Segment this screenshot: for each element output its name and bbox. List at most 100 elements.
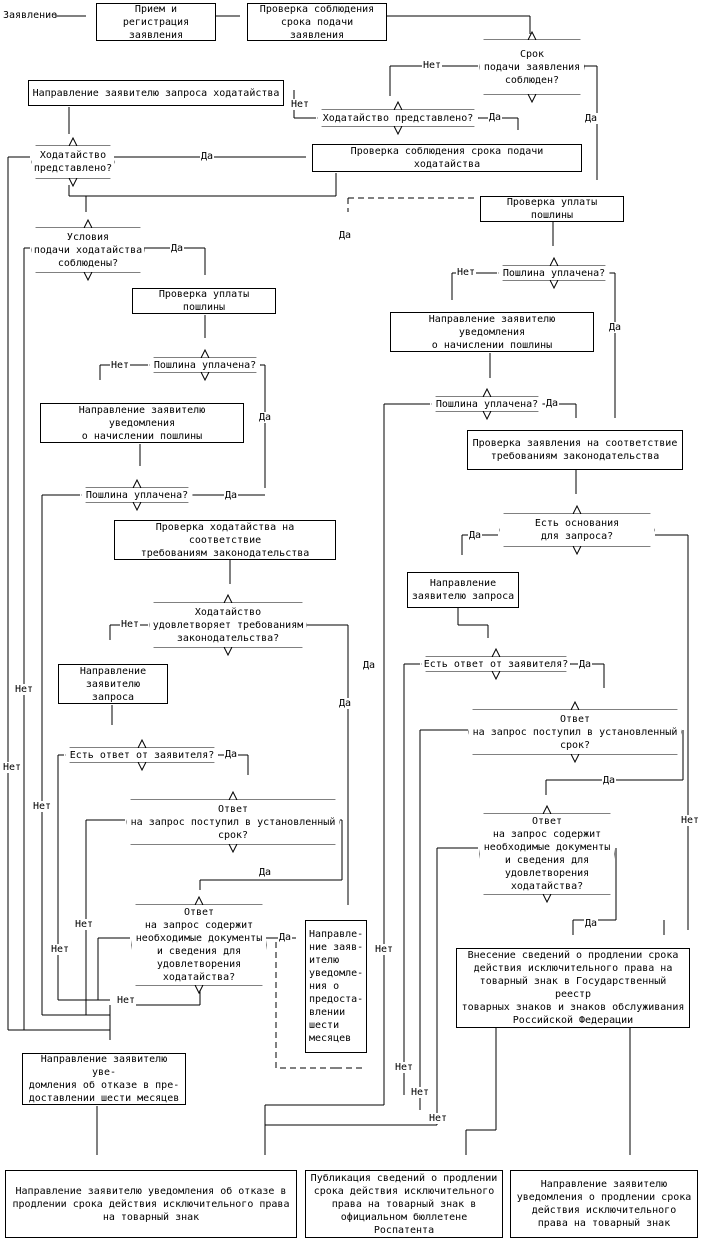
label-no: Нет [110, 360, 131, 371]
decision-apex [482, 387, 492, 398]
decision-apex [570, 753, 580, 764]
decision-apex [542, 804, 552, 815]
label-yes: Да [608, 322, 623, 333]
label-yes: Да [362, 660, 377, 671]
label-no: Нет [456, 267, 477, 278]
box-notice-fee-right: Направление заявителю уведомления о начи… [390, 312, 594, 352]
box-reception: Прием и регистрация заявления [96, 3, 216, 41]
box-notice-fee-left: Направление заявителю уведомления о начи… [40, 403, 244, 443]
label-yes: Да [584, 918, 599, 929]
label-yes: Да [584, 113, 599, 124]
decision-fee-paid-left-2: Пошлина уплачена? [82, 488, 192, 502]
box-send-request-left: Направление заявителю запроса [58, 664, 168, 704]
label-no: Нет [374, 944, 395, 955]
label-no: Нет [422, 60, 443, 71]
box-send-request-right: Направление заявителю запроса [407, 572, 519, 608]
decision-apex [200, 371, 210, 382]
decision-apex [491, 647, 501, 658]
decision-petition-meets: Ходатайство удовлетворяет требованиям за… [150, 603, 306, 647]
decision-apex [572, 545, 582, 556]
box-send-petition-request: Направление заявителю запроса ходатайств… [28, 80, 284, 106]
label-yes: Да [278, 932, 293, 943]
decision-apex [132, 501, 142, 512]
decision-petition-conditions: Условия подачи ходатайства соблюдены? [32, 228, 144, 272]
label-no: Нет [74, 919, 95, 930]
decision-answer-in-time-right: Ответ на запрос поступил в установленный… [469, 710, 681, 754]
decision-apex [83, 218, 93, 229]
decision-apex [223, 646, 233, 657]
decision-apex [228, 843, 238, 854]
box-check-term-petition: Проверка соблюдения срока подачи ходатай… [312, 144, 582, 172]
box-refuse-extension: Направление заявителю уведомления об отк… [5, 1170, 297, 1238]
label-no: Нет [680, 815, 701, 826]
label-yes: Да [338, 230, 353, 241]
box-check-term-application: Проверка соблюдения срока подачи заявлен… [247, 3, 387, 41]
decision-petition-submitted-2: Ходатайство представлено? [32, 146, 114, 178]
decision-apex [393, 100, 403, 111]
decision-apex [542, 893, 552, 904]
box-register-entry: Внесение сведений о продлении срока дейс… [456, 948, 690, 1028]
decision-apex [570, 700, 580, 711]
decision-apex [200, 348, 210, 359]
decision-apex [572, 504, 582, 515]
decision-apex [228, 790, 238, 801]
label-yes: Да [200, 151, 215, 162]
label-yes: Да [578, 659, 593, 670]
decision-apex [393, 125, 403, 136]
box-check-application-law: Проверка заявления на соответствие требо… [467, 430, 683, 470]
label-no: Нет [14, 684, 35, 695]
decision-apex [132, 478, 142, 489]
decision-apex [549, 256, 559, 267]
label-no: Нет [410, 1087, 431, 1098]
decision-apex [527, 30, 537, 41]
decision-answer-docs-left: Ответ на запрос содержит необходимые док… [132, 905, 266, 985]
decision-apex [68, 177, 78, 188]
decision-apex [194, 895, 204, 906]
decision-answer-in-time-left: Ответ на запрос поступил в установленный… [127, 800, 339, 844]
start-label: Заявление [3, 10, 58, 21]
decision-apex [68, 136, 78, 147]
decision-fee-paid-left-1: Пошлина уплачена? [150, 358, 260, 372]
label-no: Нет [32, 801, 53, 812]
box-publication: Публикация сведений о продлении срока де… [305, 1170, 503, 1238]
decision-apex [83, 271, 93, 282]
decision-apex [194, 984, 204, 995]
decision-apex [137, 761, 147, 772]
label-yes: Да [545, 398, 560, 409]
decision-apex [527, 93, 537, 104]
label-yes: Да [224, 749, 239, 760]
label-no: Нет [120, 619, 141, 630]
box-check-fee-right: Проверка уплаты пошлины [480, 196, 624, 222]
label-yes: Да [258, 867, 273, 878]
label-no: Нет [428, 1113, 449, 1124]
decision-apex [137, 738, 147, 749]
label-yes: Да [468, 530, 483, 541]
box-notice-six-months: Направле- ние заяв- ителю уведомле- ния … [305, 920, 367, 1053]
label-yes: Да [602, 775, 617, 786]
decision-answer-docs-right: Ответ на запрос содержит необходимые док… [480, 814, 614, 894]
decision-grounds-request: Есть основания для запроса? [500, 514, 654, 546]
label-yes: Да [170, 243, 185, 254]
decision-apex [482, 410, 492, 421]
decision-petition-submitted-1: Ходатайство представлено? [318, 110, 478, 126]
box-notice-extension: Направление заявителю уведомления о прод… [510, 1170, 698, 1238]
label-yes: Да [258, 412, 273, 423]
label-no: Нет [50, 944, 71, 955]
decision-answer-left: Есть ответ от заявителя? [66, 748, 218, 762]
decision-term-kept: Срок подачи заявления соблюден? [480, 40, 584, 94]
label-no: Нет [290, 99, 311, 110]
label-yes: Да [488, 112, 503, 123]
decision-fee-paid-right-2: Пошлина уплачена? [432, 397, 542, 411]
decision-apex [549, 279, 559, 290]
label-no: Нет [394, 1062, 415, 1073]
box-check-fee-left: Проверка уплаты пошлины [132, 288, 276, 314]
label-yes: Да [338, 698, 353, 709]
decision-apex [223, 593, 233, 604]
label-no: Нет [2, 762, 23, 773]
decision-fee-paid-right-1: Пошлина уплачена? [499, 266, 609, 280]
decision-answer-right: Есть ответ от заявителя? [422, 657, 570, 671]
label-yes: Да [224, 490, 239, 501]
box-check-petition-law: Проверка ходатайства на соответствие тре… [114, 520, 336, 560]
box-refuse-six-months: Направление заявителю уве- домления об о… [22, 1053, 186, 1105]
